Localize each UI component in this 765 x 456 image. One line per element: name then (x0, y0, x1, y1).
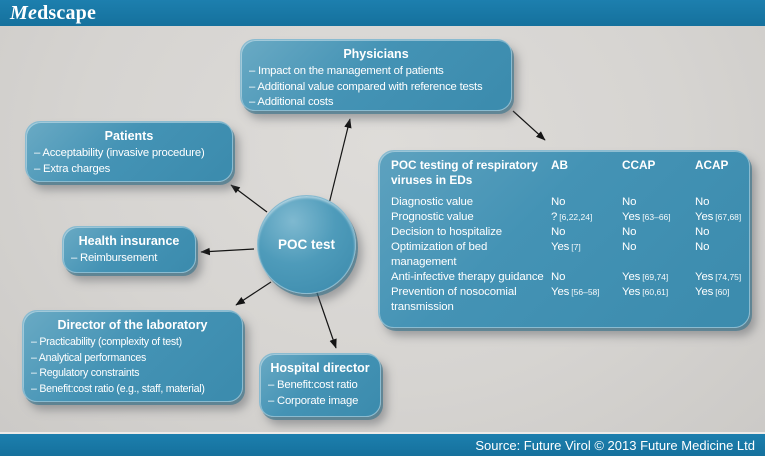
table-header-col-acap: ACAP (695, 158, 729, 172)
table-cell: No (695, 241, 710, 253)
table-row-label: Prognostic value (391, 211, 474, 223)
health-insurance-box: Health insurance – Reimbursement (62, 226, 196, 273)
hospital-director-box: Hospital director – Benefit:cost ratio –… (259, 353, 381, 417)
table-cell: No (551, 226, 566, 238)
poc-test-node: POC test (257, 195, 356, 294)
table-cell: Yes[63–66] (622, 211, 671, 223)
table-body: Diagnostic value No No No Prognostic val… (391, 195, 742, 315)
patients-item: – Extra charges (34, 162, 111, 175)
health-insurance-item: – Reimbursement (71, 252, 158, 264)
table-cell: No (695, 196, 710, 208)
arrow-poc-to-health-insurance (200, 247, 255, 256)
reference-citation: [56–58] (571, 287, 600, 297)
table-cell: Yes[7] (551, 241, 581, 253)
table-row-label: Decision to hospitalize (391, 226, 503, 238)
reference-citation: [60] (715, 287, 730, 297)
lab-director-item: – Benefit:cost ratio (e.g., staff, mater… (31, 382, 205, 395)
table-cell: Yes[74,75] (695, 271, 742, 283)
reference-citation: [7] (571, 242, 581, 252)
table-cell: No (551, 271, 566, 283)
lab-director-item: – Analytical performances (31, 351, 147, 364)
physicians-item: – Impact on the management of patients (249, 65, 444, 77)
lab-director-title: Director of the laboratory (57, 318, 208, 332)
medscape-logo: Medscape (10, 2, 96, 25)
table-cell: Yes[60,61] (622, 286, 669, 298)
source-text: Source: Future Virol © 2013 Future Medic… (475, 437, 755, 453)
table-row-label: Anti-infective therapy guidance (391, 271, 544, 283)
table-cell: Yes[60] (695, 286, 730, 298)
table-cell: Yes[56–58] (551, 286, 600, 298)
physicians-box: Physicians – Impact on the management of… (240, 39, 512, 111)
table-cell: Yes[69,74] (622, 271, 669, 283)
reference-citation: [63–66] (642, 212, 671, 222)
reference-citation: [69,74] (642, 272, 669, 282)
source-footer-bar: Source: Future Virol © 2013 Future Medic… (0, 432, 765, 456)
arrow-physicians-to-table (512, 110, 546, 141)
medscape-header-bar: Medscape (0, 0, 765, 26)
lab-director-item: – Regulatory constraints (31, 367, 140, 379)
health-insurance-title: Health insurance (78, 234, 180, 248)
table-cell: No (622, 196, 637, 208)
hospital-director-item: – Benefit:cost ratio (268, 379, 358, 391)
hospital-director-title: Hospital director (270, 361, 370, 375)
poc-test-label: POC test (277, 237, 335, 252)
arrow-poc-to-lab-director (235, 281, 272, 306)
physicians-item: – Additional costs (249, 96, 334, 108)
table-cell: ?[6,22,24] (551, 211, 593, 223)
table-cell: Yes[67,68] (695, 211, 742, 223)
table-row-label: Optimization of bed management (391, 241, 488, 268)
table-header-row: POC testing of respiratory viruses in ED… (391, 158, 739, 188)
table-cell: No (695, 226, 710, 238)
patients-item: – Acceptability (invasive procedure) (34, 147, 205, 159)
arrow-poc-to-hospital-director (315, 289, 337, 349)
patients-box: Patients – Acceptability (invasive proce… (25, 121, 233, 182)
physicians-title: Physicians (343, 47, 409, 61)
summary-table: POC testing of respiratory viruses in ED… (378, 150, 750, 328)
table-row-label: Prevention of nosocomial transmission (391, 286, 517, 313)
lab-director-box: Director of the laboratory – Practicabil… (22, 310, 243, 402)
reference-citation: [67,68] (715, 212, 742, 222)
table-header-col-ab: AB (551, 158, 569, 172)
medscape-logo-rest: dscape (37, 1, 97, 24)
lab-director-item: – Practicability (complexity of test) (31, 336, 182, 348)
reference-citation: [6,22,24] (559, 212, 593, 222)
table-row-label: Diagnostic value (391, 196, 473, 208)
arrow-poc-to-patients (230, 184, 268, 213)
physicians-item: – Additional value compared with referen… (249, 80, 483, 93)
table-header-label: POC testing of respiratory viruses in ED… (391, 158, 538, 187)
medscape-logo-italic-part: Me (10, 1, 38, 24)
table-header-col-ccap: CCAP (622, 158, 656, 172)
table-cell: No (622, 241, 637, 253)
reference-citation: [74,75] (715, 272, 742, 282)
table-cell: No (551, 196, 566, 208)
hospital-director-item: – Corporate image (268, 394, 359, 407)
patients-title: Patients (104, 129, 154, 143)
table-cell: No (622, 226, 637, 238)
reference-citation: [60,61] (642, 287, 669, 297)
arrow-poc-to-physicians (328, 118, 352, 205)
